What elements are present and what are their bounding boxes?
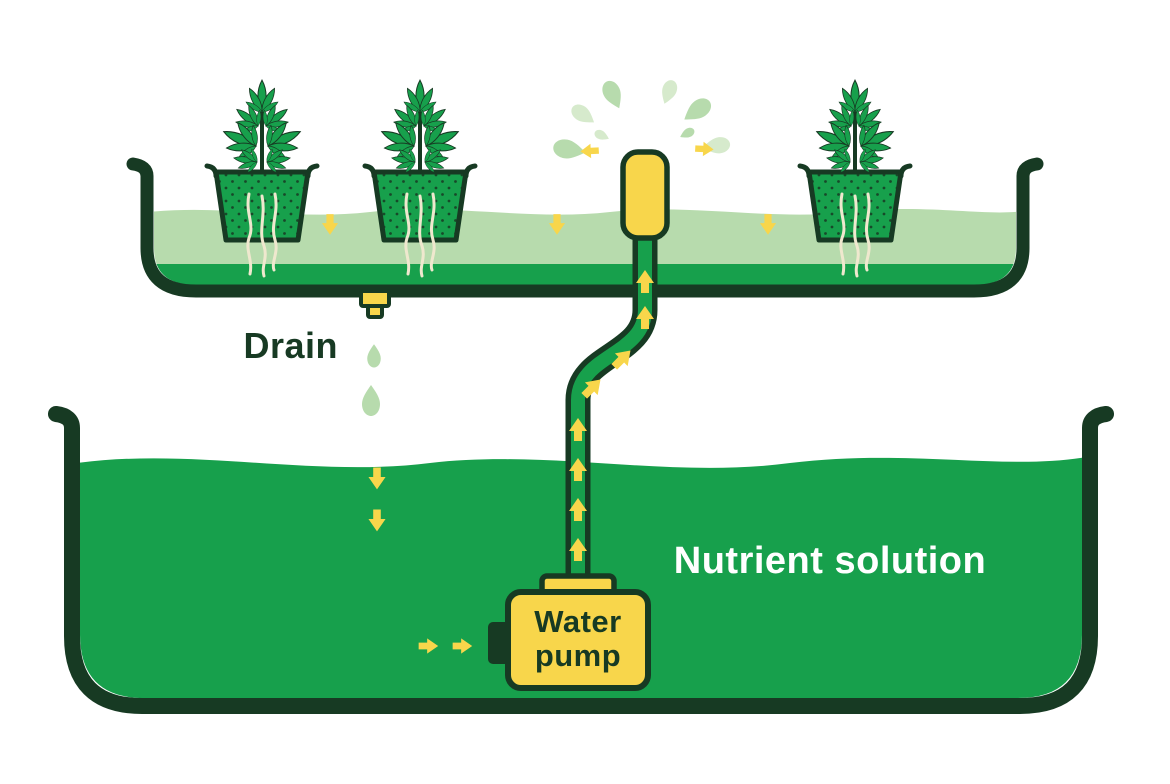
water-pump-label-line1: Water [534, 604, 621, 639]
water-pump-icon [505, 589, 651, 691]
nutrient-solution-label: Nutrient solution [674, 540, 986, 582]
reservoir-wall [48, 406, 1114, 714]
drain-fitting-icon [359, 289, 391, 308]
flow-arrow-icon [580, 143, 600, 159]
pipe-icon [565, 227, 658, 593]
plant-pot-2 [362, 80, 478, 278]
plant-icon [809, 80, 901, 175]
pump-inlet [488, 622, 510, 664]
tray-liquid-surface [154, 209, 1016, 272]
plant-icon [374, 80, 466, 175]
water-droplet-icon [592, 128, 611, 143]
water-droplet-icon [568, 100, 599, 129]
water-pump-label-line2: pump [535, 638, 621, 673]
tray-wall [126, 157, 1044, 298]
water-droplet-icon [551, 137, 588, 162]
water-droplet-icon [367, 344, 381, 368]
water-droplet-icon [678, 125, 697, 141]
drain-label: Drain [243, 325, 338, 366]
plant-pot-3 [797, 80, 913, 278]
grow-tray [126, 157, 1044, 298]
drain-nub [366, 304, 384, 319]
fountain [551, 77, 732, 241]
water-droplet-icon [679, 94, 715, 127]
water-droplet-icon [599, 77, 627, 112]
water-droplet-icon [362, 385, 380, 416]
plant-icon [216, 80, 308, 175]
fountain-nozzle-icon [620, 149, 670, 241]
plant-pot-1 [204, 80, 320, 278]
water-droplet-icon [657, 78, 680, 107]
drain-assembly: Drain [243, 289, 391, 532]
tray-liquid-deep [154, 264, 1016, 285]
water-pump: Water pump [418, 573, 651, 691]
